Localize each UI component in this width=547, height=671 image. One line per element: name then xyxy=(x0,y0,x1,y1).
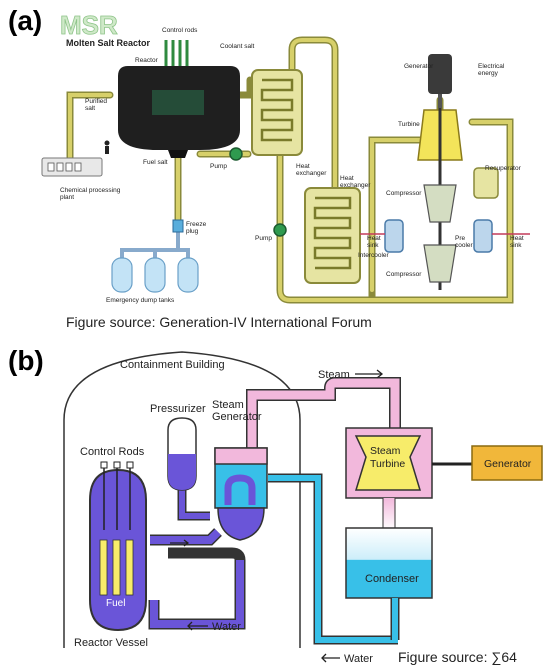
water-outer-label: Water xyxy=(344,653,373,665)
fuel-rods xyxy=(99,539,134,596)
panel-a-label: (a) xyxy=(8,5,42,36)
msr-generator xyxy=(428,54,452,108)
steam-generator-tube xyxy=(224,474,256,505)
panel-b-label: (b) xyxy=(8,345,44,376)
msr-reactor-core xyxy=(152,90,204,115)
msr-logo-name: Molten Salt Reactor xyxy=(66,38,151,48)
pressurizer-line-fill xyxy=(179,488,210,519)
turbine-column xyxy=(383,498,395,530)
primary-loop-pipe xyxy=(148,547,246,630)
dump-lines xyxy=(120,232,190,258)
msr-pump-2 xyxy=(273,223,287,237)
label-coolant-salt: Coolant salt xyxy=(220,43,255,50)
label-pump-2: Pump xyxy=(255,235,272,242)
label-fuel-salt: Fuel salt xyxy=(143,159,168,166)
panel-b-source: Figure source: ∑64 xyxy=(398,649,517,665)
control-rods-b xyxy=(103,468,131,530)
control-rod-heads xyxy=(100,461,134,469)
msr-logo-abbr: MSR xyxy=(60,10,118,40)
msr-logo: MSR Molten Salt Reactor xyxy=(60,10,151,48)
water-pipe-outer-fill xyxy=(268,475,398,643)
label-dump-tanks: Emergency dump tanks xyxy=(106,297,175,304)
label-turbine: Turbine xyxy=(398,121,420,128)
steam-generator-plenum xyxy=(217,507,265,541)
reactor-vessel-label: Reactor Vessel xyxy=(74,637,148,649)
steam-turbine xyxy=(354,435,422,491)
pressurizer-line xyxy=(177,488,210,521)
msr-pipes-inner xyxy=(68,38,512,302)
msr-labels: Control rods Reactor Coolant salt Purifi… xyxy=(60,27,524,304)
label-recuperator: Recuperator xyxy=(485,165,522,172)
primary-loop-pipe-fill xyxy=(150,560,244,628)
freeze-plug-icon xyxy=(172,219,184,233)
condenser xyxy=(345,527,433,599)
label-control-rods: Control rods xyxy=(162,27,198,34)
msr-intercooler xyxy=(384,219,404,253)
msr-heat-exchanger-2 xyxy=(304,187,361,284)
msr-compressor-2 xyxy=(423,244,457,283)
generator-label: Generator xyxy=(484,458,532,470)
dump-tanks xyxy=(111,257,199,293)
control-rods-label: Control Rods xyxy=(80,446,145,458)
msr-heat-exchanger-1 xyxy=(251,69,303,156)
person-icon xyxy=(104,140,110,154)
water-inner-label: Water xyxy=(212,621,241,633)
label-generator: Generator xyxy=(404,63,434,70)
steam-pipe-fill xyxy=(247,378,400,448)
label-intercooler: Intercooler xyxy=(358,252,390,259)
steam-label: Steam xyxy=(318,369,350,381)
flow-arrows xyxy=(170,369,384,663)
label-compressor-2: Compressor xyxy=(386,271,422,278)
condenser-label: Condenser xyxy=(365,573,419,585)
hot-leg-fill xyxy=(150,529,221,544)
msr-fuel-outlet xyxy=(168,150,188,158)
containment-label: Containment Building xyxy=(120,359,225,371)
pressurizer-label: Pressurizer xyxy=(150,403,206,415)
label-compressor-1: Compressor xyxy=(386,190,422,197)
msr-precooler xyxy=(473,219,493,253)
generator-box xyxy=(471,445,543,481)
msr-pump-1 xyxy=(229,147,243,161)
msr-compressor-1 xyxy=(423,184,457,223)
panel-a-source: Figure source: Generation-IV Internation… xyxy=(66,314,372,330)
chemical-processing-plant xyxy=(41,157,103,177)
steam-generator-dome xyxy=(214,447,268,465)
fuel-label: Fuel xyxy=(106,598,125,609)
pressurizer-liquid xyxy=(168,454,196,490)
label-pump-1: Pump xyxy=(210,163,227,170)
msr-recuperator xyxy=(473,167,499,199)
label-reactor: Reactor xyxy=(135,57,159,64)
